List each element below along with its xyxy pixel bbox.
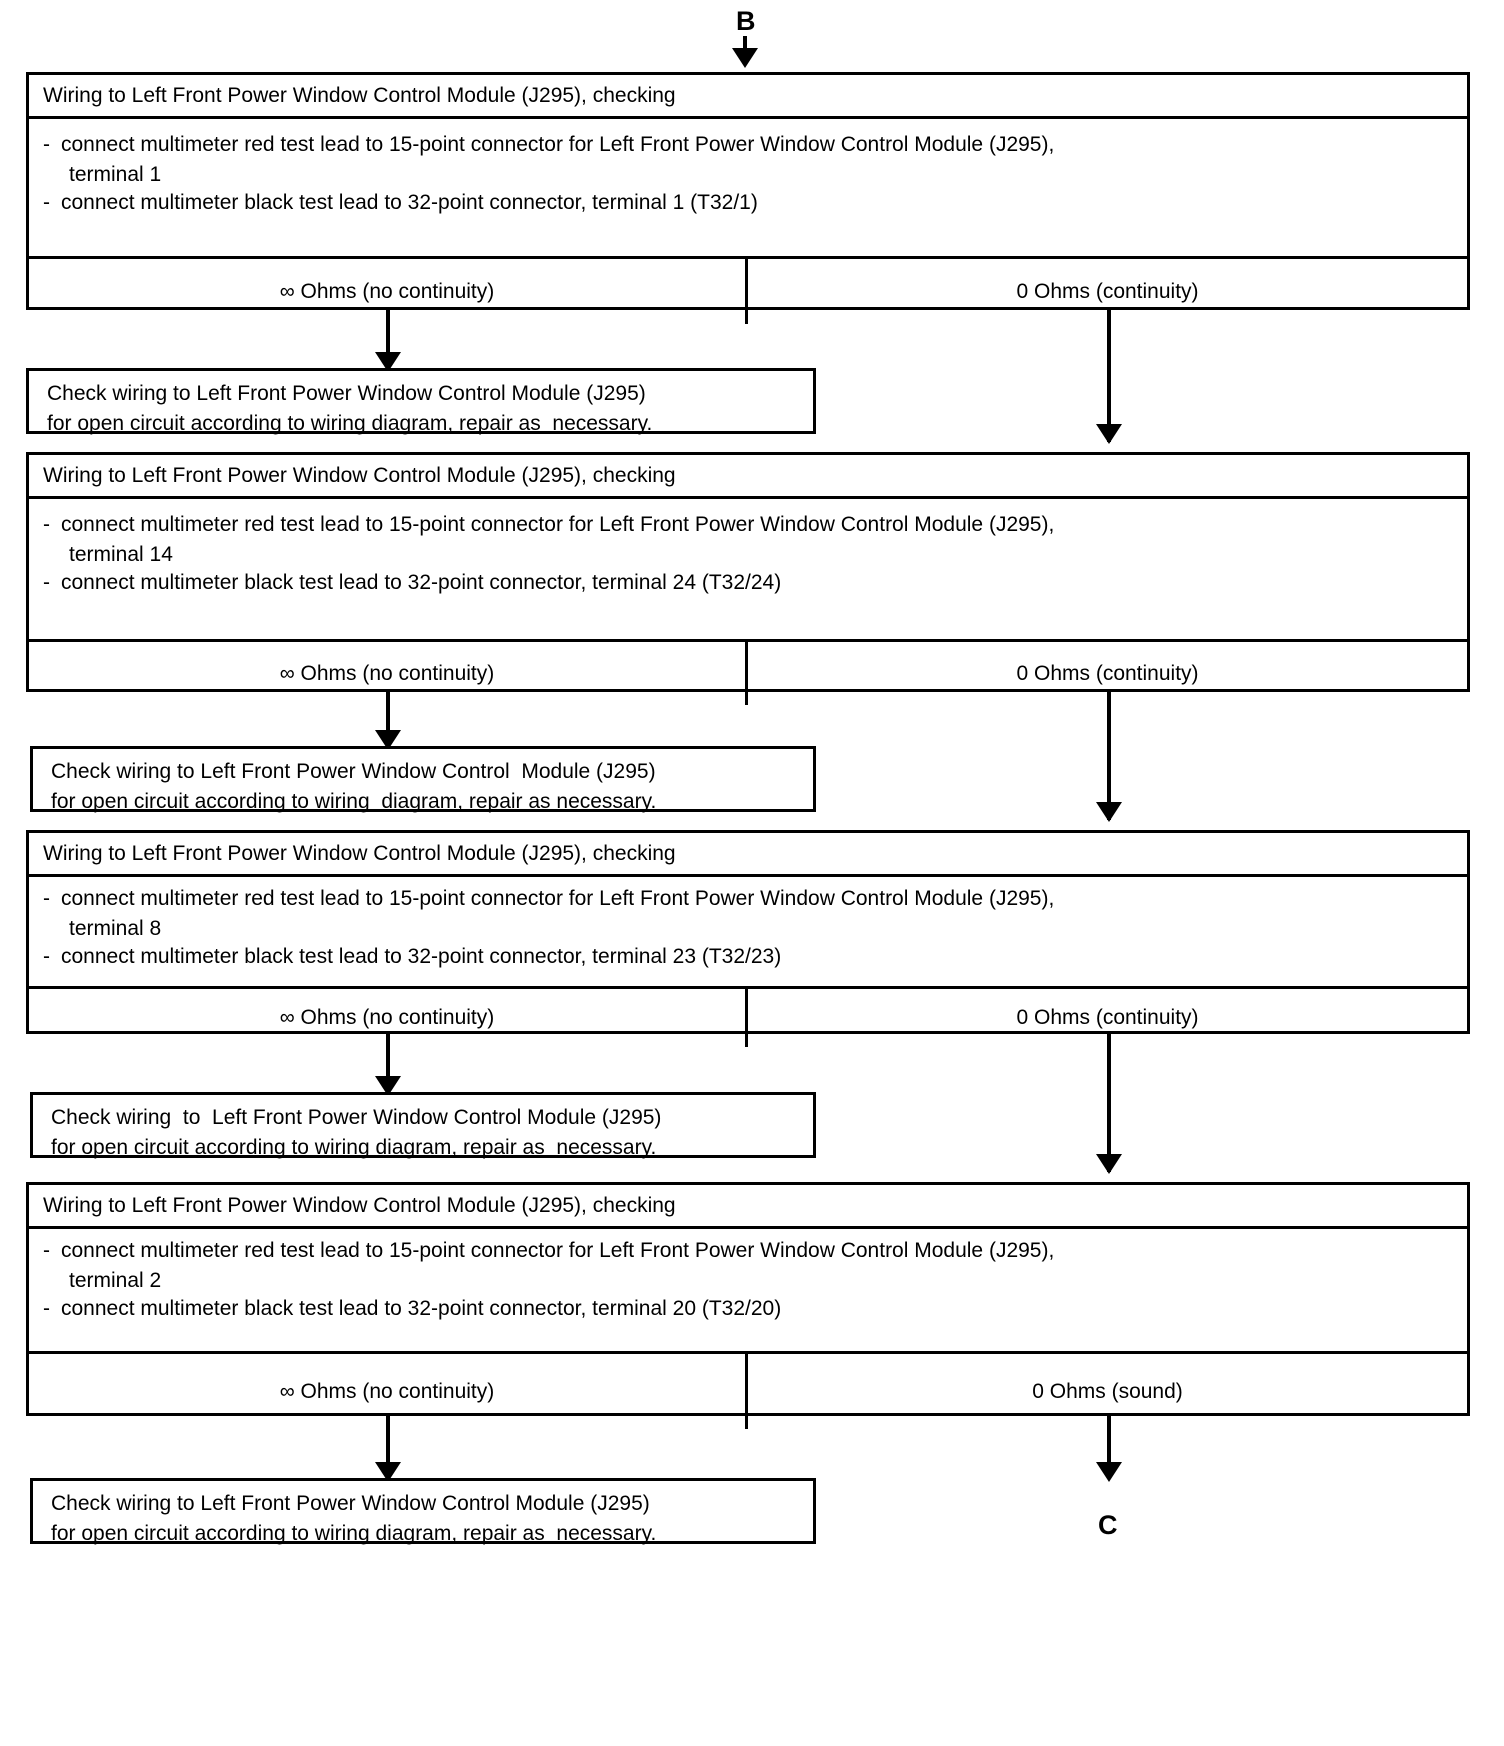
instruction-text: connect multimeter red test lead to 15-p… <box>61 1239 1055 1262</box>
instruction-text: connect multimeter red test lead to 15-p… <box>61 887 1055 910</box>
bullet-dash-icon: - <box>43 570 50 594</box>
test-results-row-1: ∞ Ohms (no continuity) 0 Ohms (continuit… <box>29 259 1467 324</box>
entry-connector-label-b: B <box>736 6 756 36</box>
instruction-text: connect multimeter black test lead to 32… <box>61 190 758 214</box>
instruction-text: connect multimeter red test lead to 15-p… <box>61 133 1055 156</box>
bullet-dash-icon: - <box>43 1296 50 1320</box>
instruction-bullet: - connect multimeter red test lead to 15… <box>39 1237 1457 1265</box>
test-box-title-4: Wiring to Left Front Power Window Contro… <box>29 1185 1467 1229</box>
test-box-instructions-2: - connect multimeter red test lead to 15… <box>29 499 1467 642</box>
result-continuity: 0 Ohms (continuity) <box>1016 1006 1199 1029</box>
branch-line-continuity-3 <box>1107 1034 1111 1172</box>
test-box-instructions-4: - connect multimeter red test lead to 15… <box>29 1229 1467 1354</box>
test-box-step-3: Wiring to Left Front Power Window Contro… <box>26 830 1470 1047</box>
test-box-title-2: Wiring to Left Front Power Window Contro… <box>29 455 1467 499</box>
result-no-continuity: ∞ Ohms (no continuity) <box>29 259 748 324</box>
branch-arrowhead-icon <box>375 1462 401 1482</box>
action-text-line1: Check wiring to Left Front Power Window … <box>47 382 646 405</box>
test-results-row-2: ∞ Ohms (no continuity) 0 Ohms (continuit… <box>29 642 1467 705</box>
action-text-line2: for open circuit according to wiring dia… <box>51 1135 657 1159</box>
branch-arrowhead-icon <box>375 730 401 750</box>
instruction-bullet: - connect multimeter black test lead to … <box>39 1295 1457 1323</box>
test-box-step-1: Wiring to Left Front Power Window Contro… <box>26 72 1470 324</box>
instruction-text-continuation: terminal 8 <box>69 916 162 940</box>
instruction-text: connect multimeter black test lead to 32… <box>61 944 782 968</box>
result-continuity: 0 Ohms (continuity) <box>1016 279 1199 303</box>
result-no-continuity: ∞ Ohms (no continuity) <box>29 642 748 705</box>
instruction-text-continuation: terminal 14 <box>69 542 173 566</box>
instruction-text-continuation: terminal 1 <box>69 162 162 186</box>
bullet-dash-icon: - <box>43 133 50 156</box>
action-box-step-4: Check wiring to Left Front Power Window … <box>30 1478 816 1545</box>
action-text-line1: Check wiring to Left Front Power Window … <box>51 1106 662 1129</box>
action-box-step-2: Check wiring to Left Front Power Window … <box>30 746 816 813</box>
exit-connector-label-c: C <box>1098 1510 1118 1540</box>
bullet-dash-icon: - <box>43 944 50 968</box>
instruction-text: connect multimeter black test lead to 32… <box>61 1296 782 1320</box>
action-text-line2: for open circuit according to wiring dia… <box>51 789 657 813</box>
result-no-continuity: ∞ Ohms (no continuity) <box>29 1354 748 1429</box>
instruction-text-continuation: terminal 2 <box>69 1268 162 1292</box>
action-box-step-1: Check wiring to Left Front Power Window … <box>26 368 816 435</box>
instruction-bullet: - connect multimeter black test lead to … <box>39 569 1457 597</box>
branch-arrowhead-icon <box>1096 424 1122 444</box>
result-no-continuity: ∞ Ohms (no continuity) <box>29 989 748 1047</box>
test-box-title-1: Wiring to Left Front Power Window Contro… <box>29 75 1467 119</box>
branch-line-exit-c <box>1107 1416 1111 1478</box>
instruction-bullet: - connect multimeter red test lead to 15… <box>39 131 1457 159</box>
action-text-line2: for open circuit according to wiring dia… <box>51 1521 657 1545</box>
branch-line-no-continuity-3 <box>386 1034 390 1096</box>
entry-arrowhead-icon <box>732 48 758 68</box>
test-box-step-2: Wiring to Left Front Power Window Contro… <box>26 452 1470 705</box>
instruction-text: connect multimeter black test lead to 32… <box>61 570 782 594</box>
branch-arrowhead-icon <box>375 1076 401 1096</box>
action-text-line1: Check wiring to Left Front Power Window … <box>51 760 656 783</box>
instruction-bullet: - connect multimeter red test lead to 15… <box>39 511 1457 539</box>
bullet-dash-icon: - <box>43 513 50 536</box>
branch-arrowhead-icon <box>1096 802 1122 822</box>
branch-arrowhead-icon <box>1096 1154 1122 1174</box>
test-results-row-4: ∞ Ohms (no continuity) 0 Ohms (sound) <box>29 1354 1467 1429</box>
instruction-bullet: - connect multimeter black test lead to … <box>39 943 1457 971</box>
action-text-line2: for open circuit according to wiring dia… <box>47 411 653 435</box>
branch-line-no-continuity-4 <box>386 1416 390 1484</box>
test-box-title-3: Wiring to Left Front Power Window Contro… <box>29 833 1467 877</box>
branch-line-no-continuity-2 <box>386 692 390 750</box>
test-box-step-4: Wiring to Left Front Power Window Contro… <box>26 1182 1470 1429</box>
instruction-bullet: - connect multimeter red test lead to 15… <box>39 885 1457 913</box>
action-box-step-3: Check wiring to Left Front Power Window … <box>30 1092 816 1159</box>
bullet-dash-icon: - <box>43 887 50 910</box>
test-box-instructions-3: - connect multimeter red test lead to 15… <box>29 877 1467 989</box>
branch-line-no-continuity-1 <box>386 310 390 372</box>
result-continuity: 0 Ohms (continuity) <box>1016 661 1199 685</box>
bullet-dash-icon: - <box>43 190 50 214</box>
branch-line-continuity-1 <box>1107 310 1111 442</box>
result-sound: 0 Ohms (sound) <box>1032 1379 1183 1403</box>
action-text-line1: Check wiring to Left Front Power Window … <box>51 1492 650 1515</box>
test-results-row-3: ∞ Ohms (no continuity) 0 Ohms (continuit… <box>29 989 1467 1047</box>
test-box-instructions-1: - connect multimeter red test lead to 15… <box>29 119 1467 259</box>
instruction-text: connect multimeter red test lead to 15-p… <box>61 513 1055 536</box>
branch-arrowhead-icon <box>375 352 401 372</box>
bullet-dash-icon: - <box>43 1239 50 1262</box>
branch-line-continuity-2 <box>1107 692 1111 820</box>
instruction-bullet: - connect multimeter black test lead to … <box>39 189 1457 217</box>
exit-arrowhead-icon <box>1096 1462 1122 1482</box>
